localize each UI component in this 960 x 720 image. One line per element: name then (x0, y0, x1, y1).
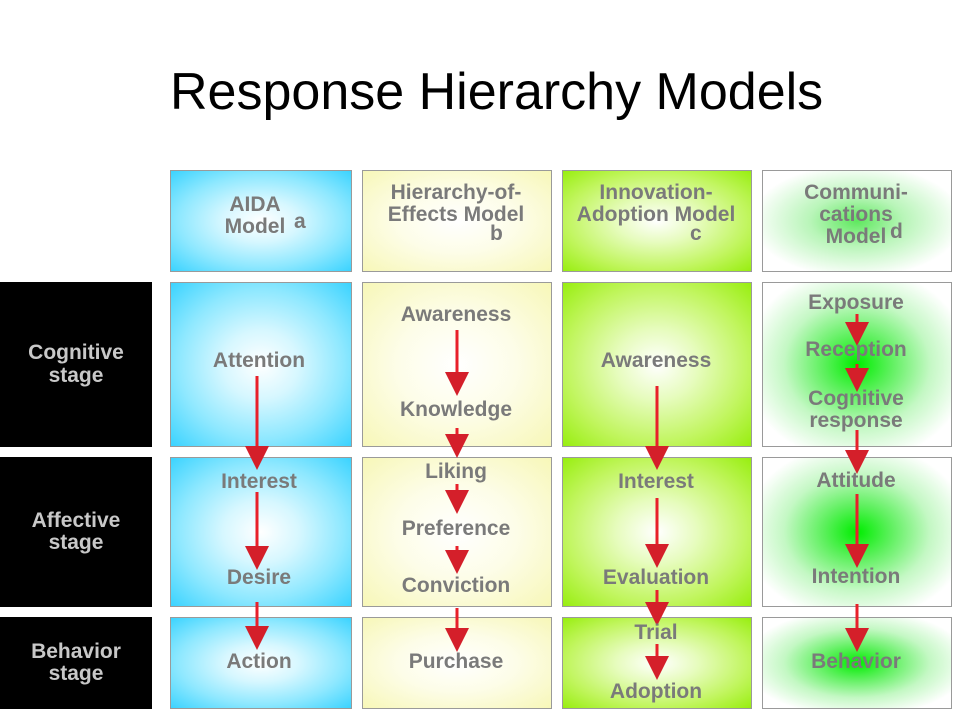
aida-header: AIDA Model (200, 193, 310, 239)
aida-cognitive-cell (170, 282, 352, 447)
aida-step-attention: Attention (212, 349, 306, 372)
affective-stage-label: Affective stage (0, 457, 152, 607)
behavior-stage-label: Behavior stage (0, 617, 152, 709)
aida-superscript: a (294, 210, 306, 233)
hoe-header-cell (362, 170, 552, 272)
com-superscript: d (890, 220, 903, 243)
hoe-step-liking: Liking (425, 460, 487, 483)
aida-header-cell (170, 170, 352, 272)
hoe-step-purchase: Purchase (408, 650, 504, 673)
com-step-behavior: Behavior (811, 650, 901, 673)
hoe-header: Hierarchy-of-Effects Model (371, 181, 541, 227)
aida-affective-cell (170, 457, 352, 607)
ido-step-evaluation: Evaluation (602, 566, 710, 589)
aida-step-action: Action (226, 650, 292, 673)
hoe-affective-cell (362, 457, 552, 607)
hoe-header-text: Hierarchy-of-Effects Model (387, 181, 525, 227)
cognitive-stage-label: Cognitive stage (0, 282, 152, 447)
com-step-cognitive-response: Cognitive response (808, 387, 904, 433)
ido-header-cell (562, 170, 752, 272)
com-header-text: Communi-cations Model (804, 181, 908, 249)
aida-step-interest: Interest (221, 470, 297, 493)
behavior-stage-text: Behavior stage (31, 639, 121, 685)
ido-step-trial: Trial (634, 621, 678, 644)
aida-header-text: AIDA Model (224, 193, 286, 239)
com-header: Communi-cations Model (791, 181, 921, 249)
com-header-cell (762, 170, 952, 272)
hoe-superscript: b (490, 222, 503, 245)
affective-stage-text: Affective stage (31, 508, 121, 554)
hoe-step-knowledge: Knowledge (399, 398, 513, 421)
hoe-step-preference: Preference (401, 517, 511, 540)
hoe-step-awareness: Awareness (400, 303, 512, 326)
ido-header-text: Innovation-Adoption Model (576, 181, 736, 227)
ido-step-adoption: Adoption (609, 680, 703, 703)
com-step-exposure: Exposure (808, 291, 904, 314)
ido-step-interest: Interest (618, 470, 694, 493)
com-step-reception: Reception (805, 338, 907, 361)
ido-header: Innovation-Adoption Model (576, 181, 736, 227)
aida-step-desire: Desire (226, 566, 292, 589)
cognitive-stage-text: Cognitive stage (28, 341, 124, 387)
page-title: Response Hierarchy Models (170, 63, 824, 121)
ido-superscript: c (690, 222, 702, 245)
hoe-step-conviction: Conviction (401, 574, 511, 597)
com-step-intention: Intention (811, 565, 901, 588)
com-step-attitude: Attitude (816, 469, 896, 492)
ido-step-awareness: Awareness (600, 349, 712, 372)
